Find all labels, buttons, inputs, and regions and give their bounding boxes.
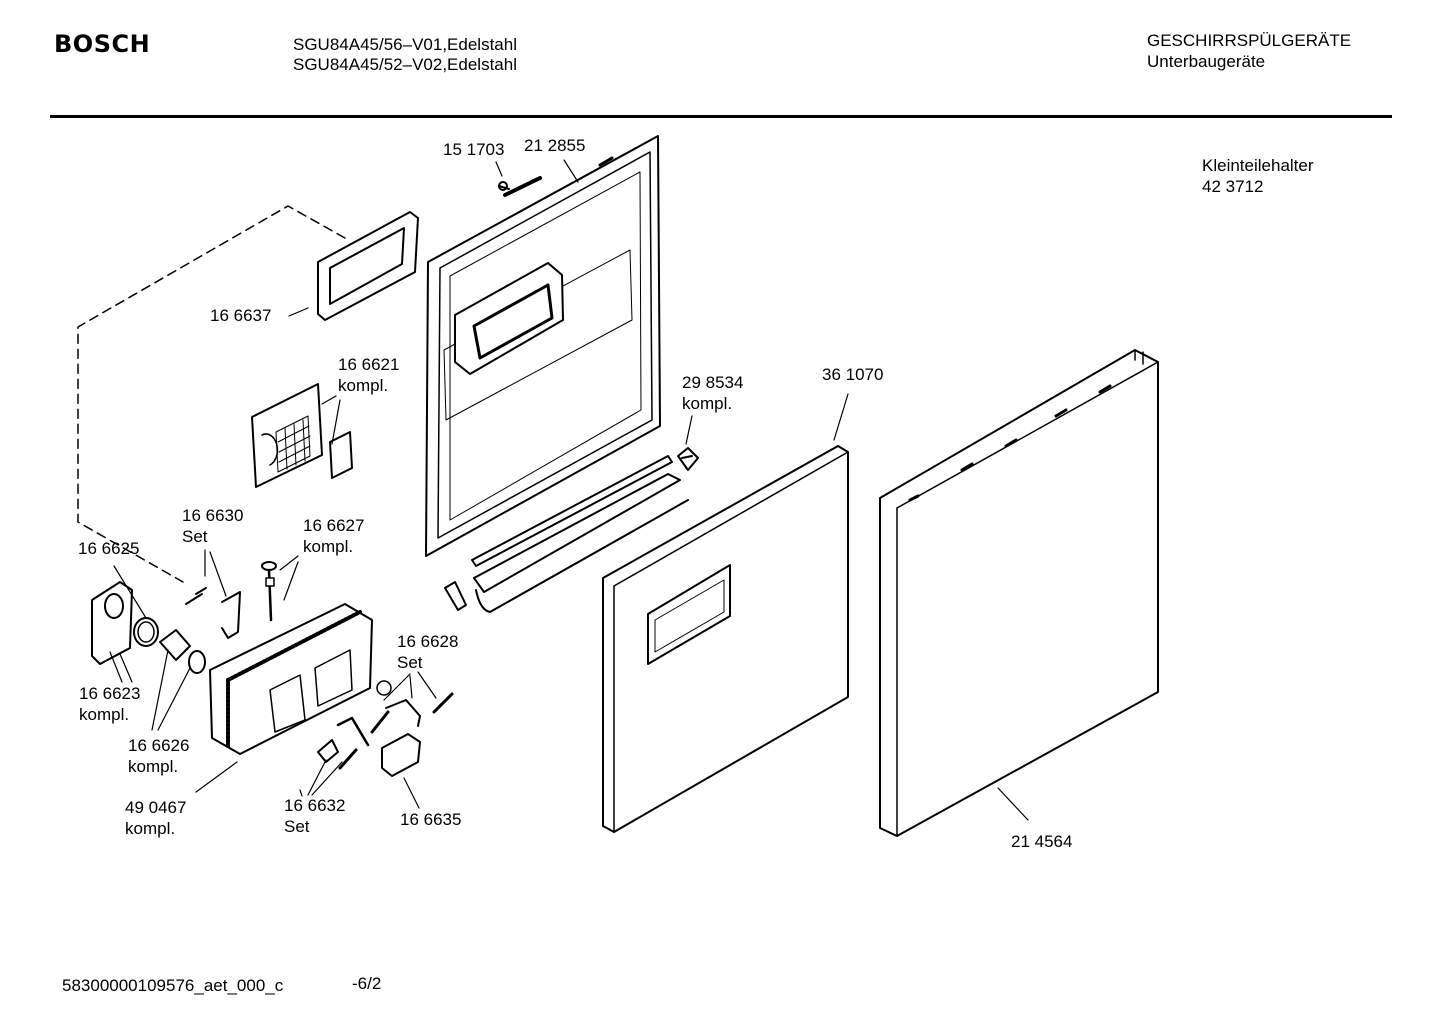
part-suffix: Set <box>284 817 310 836</box>
part-number: 16 6630 <box>182 506 244 525</box>
part-number: 16 6635 <box>400 810 462 829</box>
part-label: 21 4564 <box>1011 831 1072 852</box>
spring-part <box>432 692 454 714</box>
part-number: 16 6632 <box>284 796 346 815</box>
part-label: 16 6621 kompl. <box>338 354 399 396</box>
part-label: 49 0467 kompl. <box>125 797 186 839</box>
part-suffix: kompl. <box>303 537 354 556</box>
lever-set-part <box>317 739 339 763</box>
plunger-part <box>261 561 277 622</box>
seal-ring-a-inner <box>137 621 155 643</box>
model-line-1: SGU84A45/56–V01,Edelstahl <box>293 35 517 54</box>
part-number: 21 4564 <box>1011 832 1073 851</box>
part-suffix: kompl. <box>125 819 176 838</box>
part-label: 29 8534 kompl. <box>682 372 743 414</box>
side-panel <box>879 349 1159 837</box>
part-label: 16 6632 Set <box>284 795 345 837</box>
part-label: 21 2855 <box>524 135 585 156</box>
part-number: 29 8534 <box>682 373 744 392</box>
brand-logo: BOSCH <box>54 30 151 58</box>
part-suffix: Set <box>182 527 208 546</box>
switch-part <box>381 733 421 777</box>
part-label: 16 6627 kompl. <box>303 515 364 557</box>
header-divider <box>50 115 1392 118</box>
part-number: 15 1703 <box>443 140 505 159</box>
screw-part <box>498 181 510 191</box>
leader-lines <box>109 159 1029 821</box>
dispenser-flap <box>91 581 133 665</box>
assembly-dashed-line <box>77 205 346 583</box>
note: Kleinteilehalter 42 3712 <box>1202 155 1314 197</box>
part-label: 16 6630 Set <box>182 505 243 547</box>
part-number: 16 6627 <box>303 516 365 535</box>
part-number: 16 6625 <box>78 539 140 558</box>
hook-part <box>336 716 370 747</box>
dispenser-housing <box>209 603 373 755</box>
part-label: 16 6626 kompl. <box>128 735 189 777</box>
part-suffix: Set <box>397 653 423 672</box>
spring-small <box>185 587 207 605</box>
part-label: 15 1703 <box>443 139 504 160</box>
handle-rails <box>444 455 689 613</box>
inner-door-panel <box>425 135 661 557</box>
ball-part <box>376 680 392 696</box>
part-number: 16 6628 <box>397 632 459 651</box>
note-line-2: 42 3712 <box>1202 177 1264 196</box>
part-number: 16 6621 <box>338 355 400 374</box>
spring-set <box>338 710 390 770</box>
part-number: 16 6626 <box>128 736 190 755</box>
part-suffix: kompl. <box>338 376 389 395</box>
part-label: 16 6625 <box>78 538 139 559</box>
part-number: 21 2855 <box>524 136 586 155</box>
part-number: 49 0467 <box>125 798 187 817</box>
part-label: 16 6635 <box>400 809 461 830</box>
part-number: 16 6637 <box>210 306 272 325</box>
part-suffix: kompl. <box>128 757 179 776</box>
hinge-part <box>677 447 699 471</box>
document-id: 58300000109576_aet_000_c <box>62 976 284 995</box>
seal-frame <box>317 211 419 321</box>
part-label: 16 6623 kompl. <box>79 683 140 725</box>
category-line-2: Unterbaugeräte <box>1147 52 1266 71</box>
part-number: 16 6623 <box>79 684 141 703</box>
lever-part <box>221 591 241 639</box>
grid-cover <box>251 383 353 488</box>
latch-part <box>385 699 421 727</box>
outer-door-panel <box>602 445 849 833</box>
note-line-1: Kleinteilehalter <box>1202 156 1314 175</box>
part-label: 16 6637 <box>210 305 271 326</box>
cap-cylinder <box>159 629 191 661</box>
part-number: 36 1070 <box>822 365 884 384</box>
part-suffix: kompl. <box>79 705 130 724</box>
page-number: -6/2 <box>352 974 382 993</box>
part-label: 36 1070 <box>822 364 883 385</box>
seal-ring-b <box>188 650 206 674</box>
model-line-2: SGU84A45/52–V02,Edelstahl <box>293 55 517 74</box>
part-label: 16 6628 Set <box>397 631 458 673</box>
category-line-1: GESCHIRRSPÜLGERÄTE <box>1147 31 1352 50</box>
part-suffix: kompl. <box>682 394 733 413</box>
